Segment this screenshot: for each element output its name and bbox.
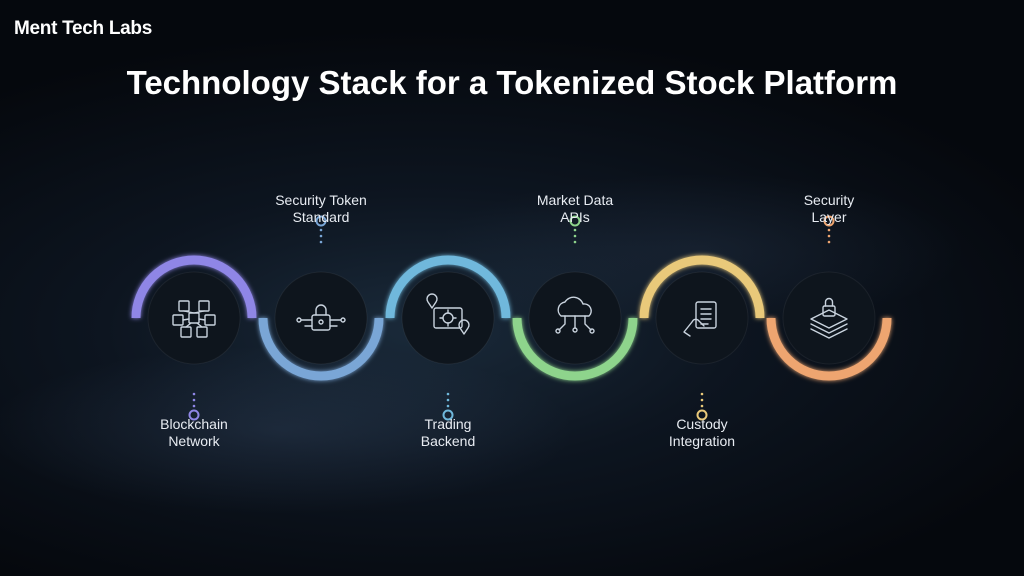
step-connector-3 [442,392,454,421]
step-label-line1: Security Token [275,192,367,208]
step-label-line2: Standard [292,209,350,225]
step-label-line1: Security [803,192,855,208]
step-arc-1 [131,255,257,319]
brand-logo: Ment Tech Labs [14,18,152,39]
step-label-line2: Backend [420,433,476,449]
step-arc-6 [766,317,892,381]
step-arc-3 [385,255,511,319]
page-title: Technology Stack for a Tokenized Stock P… [126,64,898,101]
step-connector-1 [188,392,200,421]
blockchain-network-icon [172,300,216,338]
step-connector-6 [823,215,835,244]
trading-route-icon [426,293,470,335]
step-arc-2 [258,317,384,381]
cloud-network-icon [555,296,595,334]
step-label-line2: Layer [811,209,847,225]
step-arc-4 [512,317,638,381]
step-connector-4 [569,215,581,244]
lock-layers-icon [810,297,848,339]
step-connector-2 [315,215,327,244]
step-disc-5 [655,271,749,365]
step-label-line1: Market Data [536,192,614,208]
step-label-line2: APIs [560,209,590,225]
step-label-line1: Custody [676,416,728,432]
lock-circuit-icon [296,304,346,331]
step-connector-5 [696,392,708,421]
step-arc-5 [639,255,765,319]
step-label-line2: Integration [668,433,736,449]
step-label-line1: Trading [424,416,472,432]
document-hand-icon [683,301,717,337]
step-disc-1 [147,271,241,365]
step-label-line1: Blockchain [160,416,228,432]
step-disc-6 [782,271,876,365]
step-label-line2: Network [168,433,220,449]
step-disc-3 [401,271,495,365]
step-disc-2 [274,271,368,365]
